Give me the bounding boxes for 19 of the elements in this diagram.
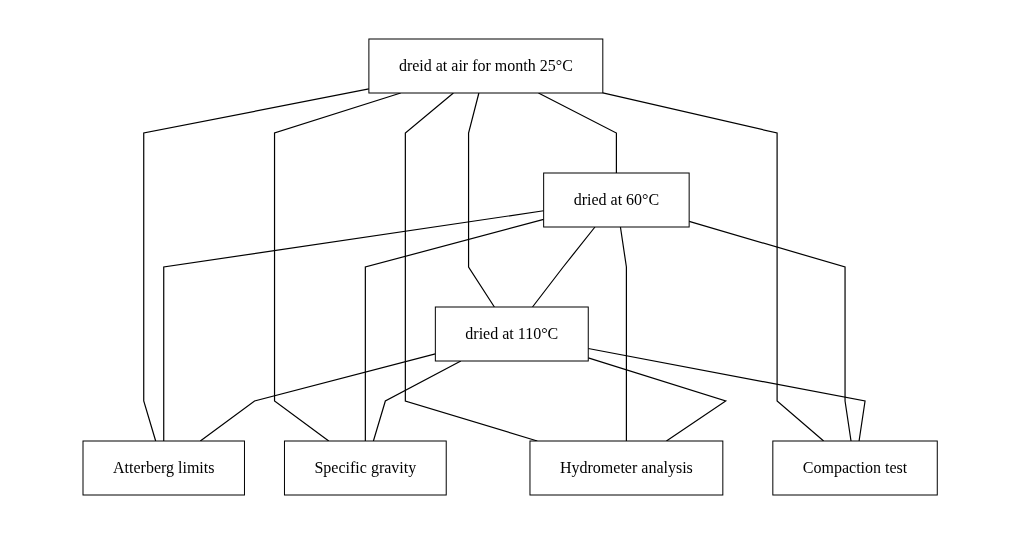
connector xyxy=(163,210,545,442)
connector xyxy=(468,92,496,308)
connector xyxy=(538,92,618,174)
connector xyxy=(365,218,545,442)
connector xyxy=(688,220,852,442)
node-box: dreid at air for month 25°C xyxy=(368,38,604,94)
connector xyxy=(200,353,437,442)
connector xyxy=(620,226,628,442)
node-box: Hydrometer analysis xyxy=(529,440,724,496)
node-box: dried at 110°C xyxy=(435,306,590,362)
node-box: Specific gravity xyxy=(284,440,448,496)
connector xyxy=(602,92,825,442)
node-box: Compaction test xyxy=(772,440,939,496)
node-box: dried at 60°C xyxy=(543,172,690,228)
connector xyxy=(588,347,867,442)
connector xyxy=(143,88,370,442)
connector xyxy=(588,357,728,442)
connector xyxy=(532,226,596,308)
node-box: Atterberg limits xyxy=(82,440,246,496)
